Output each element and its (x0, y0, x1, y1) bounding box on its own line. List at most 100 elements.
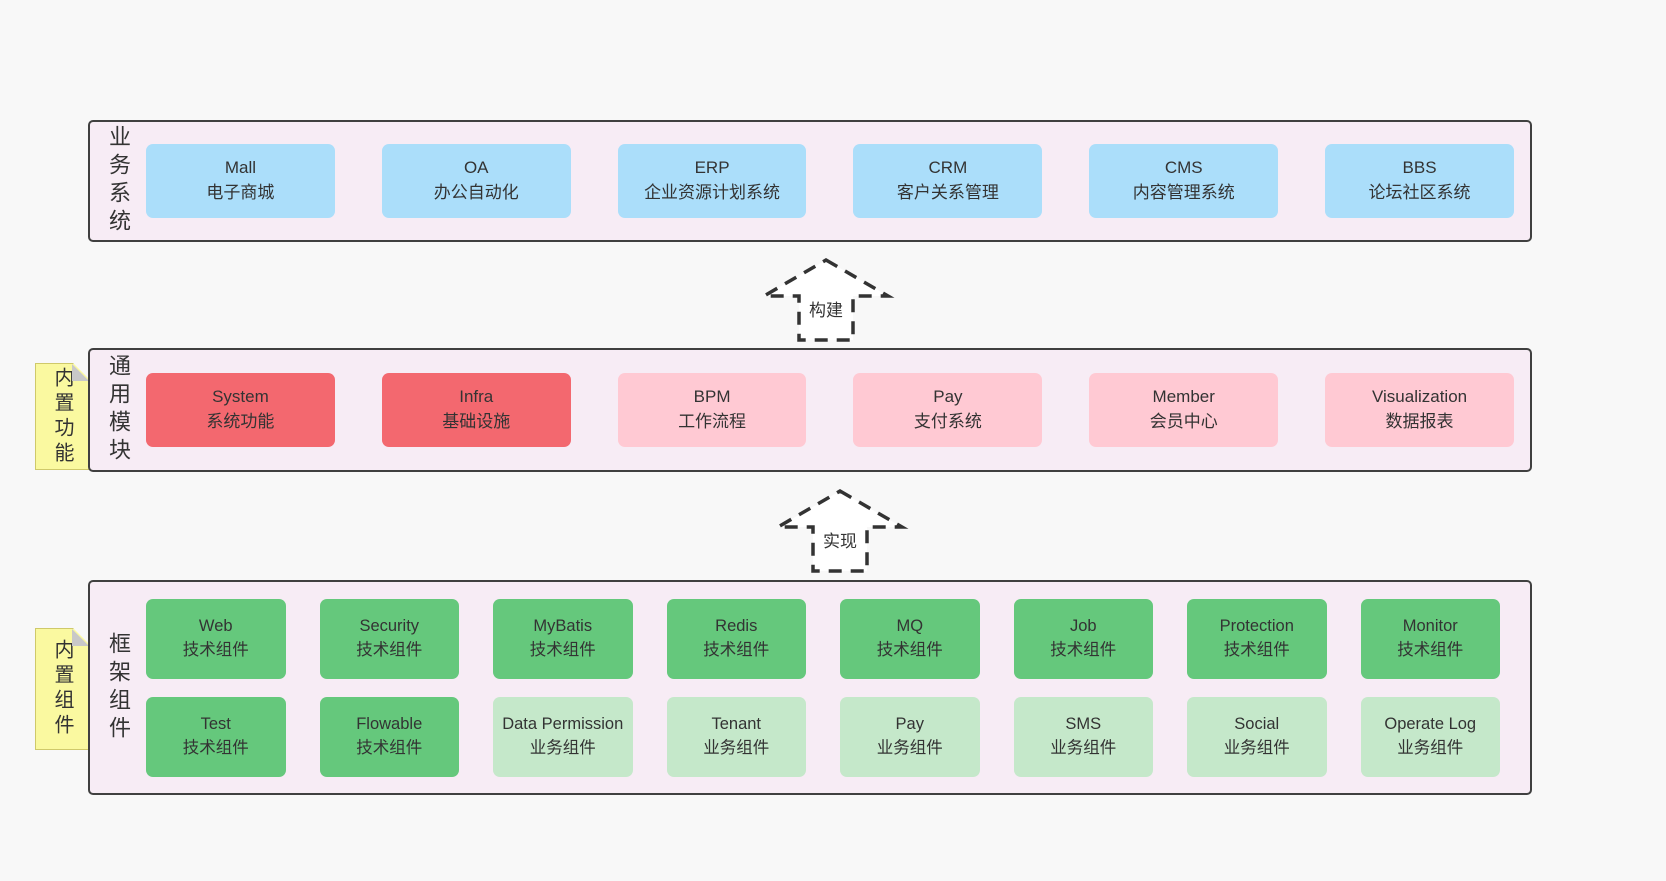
sticky-note-built-in-components: 内置组件 (35, 628, 90, 750)
box-subtitle: 技术组件 (1050, 640, 1117, 659)
box-title: Web (198, 617, 233, 636)
box-job: Job 技术组件 (1013, 598, 1153, 679)
box-operate-log: Operate Log 业务组件 (1360, 696, 1500, 777)
box-crm: CRM 客户关系管理 (853, 144, 1043, 218)
box-title: SMS (1065, 715, 1102, 734)
box-oa: OA 办公自动化 (381, 144, 571, 218)
box-social: Social 业务组件 (1187, 696, 1327, 777)
box-subtitle: 技术组件 (876, 640, 943, 659)
module-boxes: System 系统功能 Infra 基础设施 BPM 工作流程 Pay 支付系统… (146, 350, 1530, 470)
box-test: Test 技术组件 (146, 696, 286, 777)
box-subtitle: 企业资源计划系统 (644, 183, 781, 202)
box-subtitle: 支付系统 (913, 412, 982, 431)
box-bbs: BBS 论坛社区系统 (1325, 144, 1514, 218)
build-arrow: 构建 (756, 256, 896, 344)
box-title: MyBatis (533, 617, 593, 636)
box-subtitle: 电子商城 (206, 183, 275, 202)
box-subtitle: 系统功能 (206, 412, 275, 431)
box-subtitle: 技术组件 (356, 640, 423, 659)
layer-framework-components: 框架组件 Web 技术组件 Security 技术组件 MyBatis 技术组件… (88, 580, 1532, 795)
box-title: Data Permission (502, 715, 624, 734)
box-subtitle: 内容管理系统 (1132, 183, 1235, 202)
box-subtitle: 客户关系管理 (896, 183, 999, 202)
box-flowable: Flowable 技术组件 (319, 696, 459, 777)
box-mall: Mall 电子商城 (146, 144, 335, 218)
box-mybatis: MyBatis 技术组件 (493, 598, 633, 679)
box-title: Protection (1219, 617, 1294, 636)
box-subtitle: 技术组件 (1223, 640, 1290, 659)
implement-arrow: 实现 (770, 487, 910, 575)
box-subtitle: 办公自动化 (433, 183, 519, 202)
box-title: OA (463, 158, 489, 178)
box-title: ERP (694, 158, 730, 178)
up-arrow-icon: 实现 (771, 488, 909, 573)
business-boxes: Mall 电子商城 OA 办公自动化 ERP 企业资源计划系统 CRM 客户关系… (146, 122, 1530, 240)
box-subtitle: 业务组件 (529, 738, 596, 757)
box-subtitle: 业务组件 (876, 738, 943, 757)
box-subtitle: 业务组件 (1397, 738, 1464, 757)
box-title: Pay (933, 387, 963, 407)
box-title: Operate Log (1384, 715, 1477, 734)
box-member: Member 会员中心 (1089, 373, 1279, 447)
box-title: CMS (1164, 158, 1203, 178)
box-data-permission: Data Permission 业务组件 (493, 696, 633, 777)
box-protection: Protection 技术组件 (1187, 598, 1327, 679)
box-pay-module: Pay 支付系统 (853, 373, 1043, 447)
box-visualization: Visualization 数据报表 (1325, 373, 1514, 447)
box-subtitle: 技术组件 (182, 738, 249, 757)
box-subtitle: 工作流程 (678, 412, 747, 431)
layer-label-modules: 通用模块 (106, 354, 131, 466)
box-title: Test (200, 715, 231, 734)
box-mq: MQ 技术组件 (840, 598, 980, 679)
box-subtitle: 技术组件 (529, 640, 596, 659)
box-title: Job (1069, 617, 1097, 636)
box-erp: ERP 企业资源计划系统 (617, 144, 807, 218)
box-web: Web 技术组件 (146, 598, 286, 679)
box-security: Security 技术组件 (319, 598, 459, 679)
box-system: System 系统功能 (146, 373, 335, 447)
box-bpm: BPM 工作流程 (617, 373, 807, 447)
box-infra: Infra 基础设施 (381, 373, 571, 447)
box-subtitle: 论坛社区系统 (1368, 183, 1471, 202)
component-row-2: Test 技术组件 Flowable 技术组件 Data Permission … (146, 696, 1500, 777)
box-title: Member (1152, 387, 1215, 407)
build-arrow-label: 构建 (809, 301, 843, 320)
box-subtitle: 业务组件 (703, 738, 770, 757)
layer-label-components: 框架组件 (106, 631, 131, 744)
box-title: Pay (895, 715, 924, 734)
layer-label-business: 业务系统 (106, 125, 131, 237)
box-subtitle: 会员中心 (1149, 412, 1218, 431)
box-title: Flowable (356, 715, 423, 734)
box-cms: CMS 内容管理系统 (1089, 144, 1279, 218)
component-rows: Web 技术组件 Security 技术组件 MyBatis 技术组件 Redi… (146, 582, 1530, 793)
box-subtitle: 技术组件 (1397, 640, 1464, 659)
box-title: Mall (224, 158, 256, 178)
sticky-note-built-in-features: 内置功能 (35, 363, 90, 470)
box-subtitle: 业务组件 (1223, 738, 1290, 757)
box-subtitle: 数据报表 (1385, 412, 1454, 431)
implement-arrow-label: 实现 (823, 532, 857, 551)
box-subtitle: 业务组件 (1050, 738, 1117, 757)
box-subtitle: 基础设施 (442, 412, 511, 431)
box-title: Monitor (1402, 617, 1458, 636)
box-pay-component: Pay 业务组件 (840, 696, 980, 777)
box-title: System (212, 387, 269, 407)
component-row-1: Web 技术组件 Security 技术组件 MyBatis 技术组件 Redi… (146, 598, 1500, 679)
box-title: Security (359, 617, 420, 636)
box-title: BPM (693, 387, 731, 407)
box-title: CRM (928, 158, 968, 178)
box-subtitle: 技术组件 (703, 640, 770, 659)
up-arrow-icon: 构建 (757, 257, 895, 342)
box-title: Tenant (711, 715, 762, 734)
box-title: Redis (715, 617, 758, 636)
box-title: Social (1234, 715, 1280, 734)
box-title: BBS (1402, 158, 1437, 178)
box-title: Visualization (1371, 387, 1468, 407)
box-tenant: Tenant 业务组件 (666, 696, 806, 777)
box-redis: Redis 技术组件 (666, 598, 806, 679)
layer-business-systems: 业务系统 Mall 电子商城 OA 办公自动化 ERP 企业资源计划系统 CRM… (88, 120, 1532, 242)
box-subtitle: 技术组件 (182, 640, 249, 659)
box-subtitle: 技术组件 (356, 738, 423, 757)
box-title: MQ (896, 617, 924, 636)
